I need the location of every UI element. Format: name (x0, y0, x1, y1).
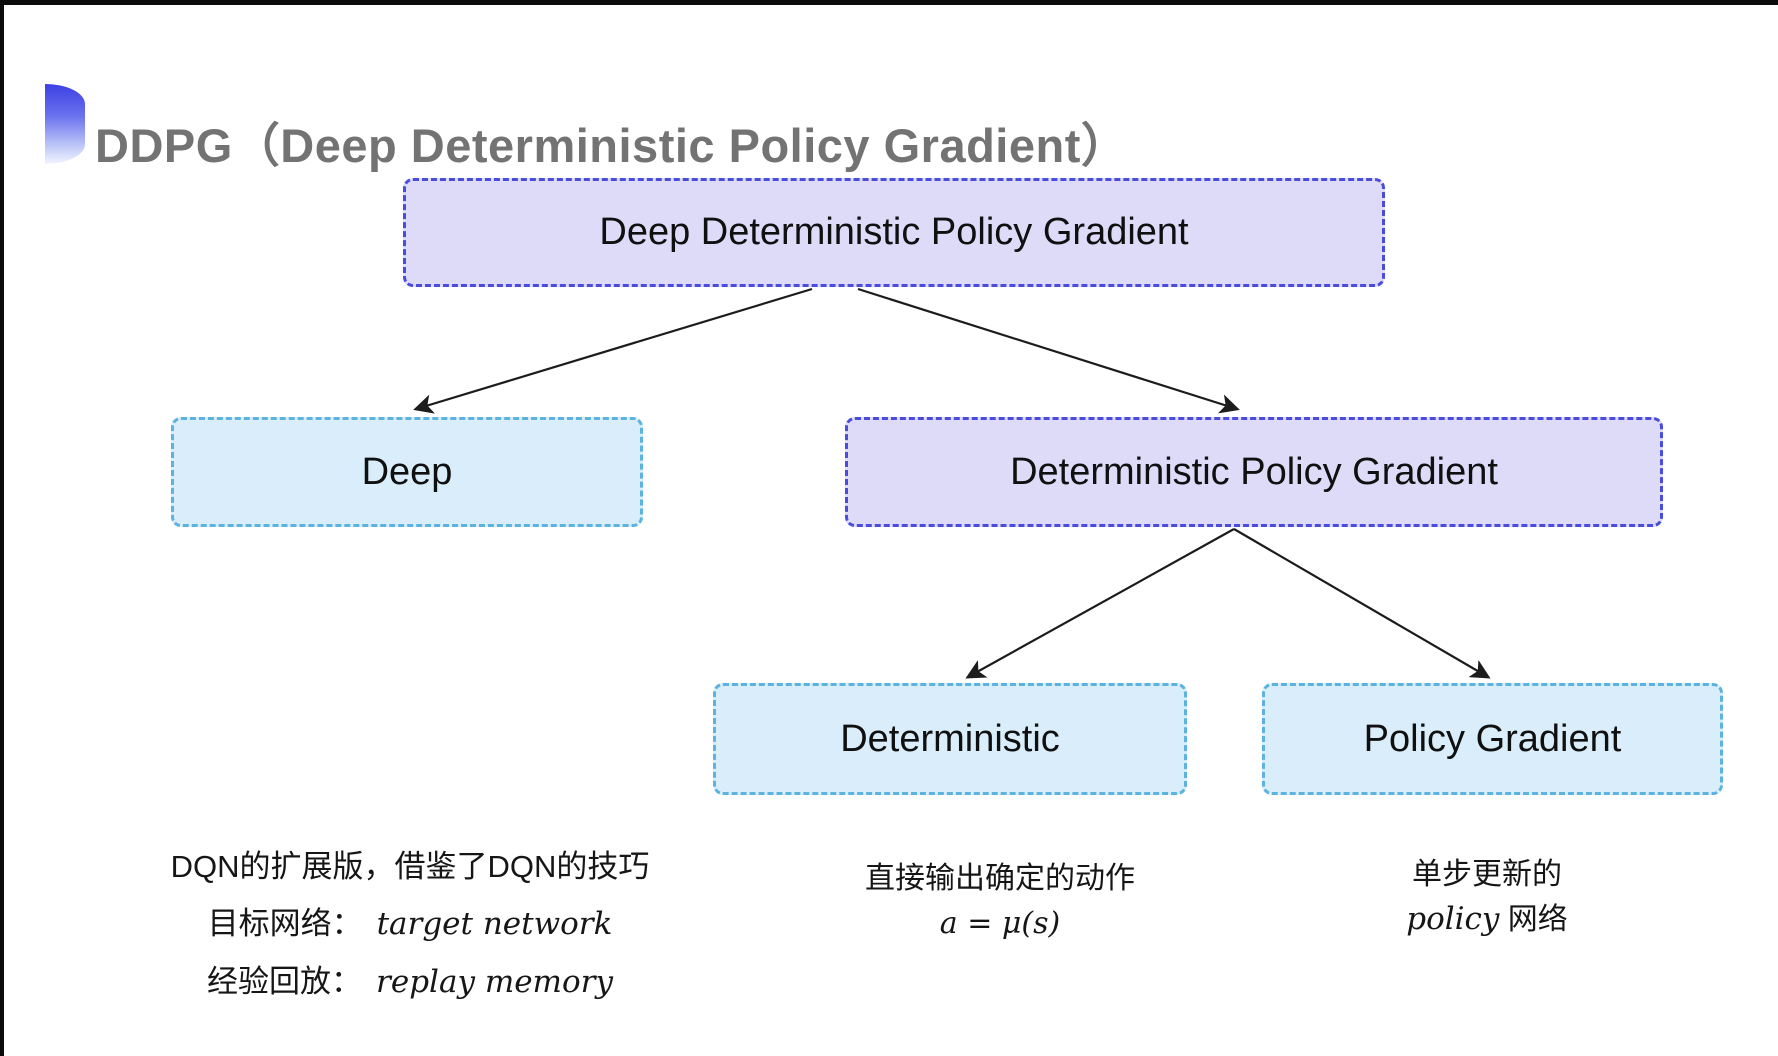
note-suffix: 网络 (1499, 903, 1568, 936)
node-label: Policy Gradient (1363, 717, 1622, 760)
edge-root-to-deep (413, 287, 813, 414)
node-deterministic: Deterministic (713, 683, 1187, 795)
note-label: 经验回放： (207, 964, 363, 999)
note-deterministic-annotation: 直接输出确定的动作 a = μ(s) (790, 856, 1210, 946)
note-line: 经验回放： replay memory (110, 953, 710, 1011)
frame-top-border (0, 0, 1778, 5)
node-label: Deep (361, 450, 453, 493)
node-deep: Deep (171, 417, 643, 527)
note-term: policy (1406, 901, 1500, 937)
note-line: 目标网络： target network (110, 895, 710, 953)
note-term: replay memory (376, 964, 613, 1000)
note-policy-gradient-annotation: 单步更新的 policy 网络 (1290, 852, 1684, 942)
note-line: DQN的扩展版，借鉴了DQN的技巧 (170, 849, 650, 884)
node-policy-gradient: Policy Gradient (1262, 683, 1723, 795)
note-term: target network (376, 906, 613, 942)
edge-dpg-to-deterministic (965, 528, 1235, 679)
node-label: Deterministic Policy Gradient (1010, 450, 1498, 493)
note-line: 直接输出确定的动作 (865, 862, 1135, 895)
edge-dpg-to-policy-gradient (1233, 528, 1491, 679)
note-label: 目标网络： (207, 906, 363, 941)
node-label: Deterministic (840, 717, 1060, 760)
node-deterministic-policy-gradient: Deterministic Policy Gradient (845, 417, 1663, 527)
node-label: Deep Deterministic Policy Gradient (599, 211, 1189, 253)
frame-left-border (0, 0, 4, 1056)
note-line: 单步更新的 (1412, 858, 1562, 891)
slide-title: DDPG（Deep Deterministic Policy Gradient） (95, 119, 1129, 173)
note-deep-annotation: DQN的扩展版，借鉴了DQN的技巧 目标网络： target network 经验… (110, 838, 710, 1011)
edge-root-to-dpg (857, 287, 1240, 414)
note-line: policy 网络 (1290, 897, 1684, 942)
note-formula: a = μ(s) (939, 906, 1061, 941)
title-accent-half-circle-icon (45, 84, 85, 164)
node-deep-deterministic-policy-gradient: Deep Deterministic Policy Gradient (403, 178, 1385, 287)
